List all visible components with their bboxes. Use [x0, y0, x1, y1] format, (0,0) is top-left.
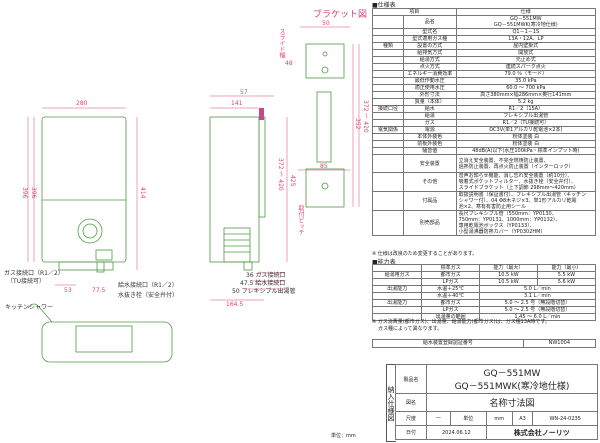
side-mount-dim: 372 〜 420	[277, 158, 284, 191]
spec-head-item: 項目	[372, 8, 457, 16]
front-bottom-left-dim: 53	[64, 287, 72, 294]
registration-code-value: NW1004	[522, 339, 597, 348]
side-height-dim: 425	[289, 175, 296, 187]
spec-row: 給湯方式元止め式	[372, 56, 597, 64]
spec-row: 質量（本体）5.2 kg	[372, 98, 597, 106]
spec-row: 点火方式連続スパーク点火	[372, 63, 597, 71]
product-name-label: 製品名	[395, 364, 427, 394]
date-label: 日付	[395, 425, 427, 440]
title-block-vertical: 納入仕様図	[386, 364, 396, 442]
side-top-dim: 141	[231, 100, 243, 107]
product-name-value: GQ－551MW GQ－551MWK(寒冷地仕様)	[426, 364, 598, 394]
spec-row: 給排気方式開放式	[372, 49, 597, 57]
registration-code-label: 給水装置登録認証番号	[372, 339, 524, 348]
gas-inlet-label: ガス接続口（R1／2）	[4, 270, 64, 277]
front-height-right-dim: 414	[139, 187, 146, 199]
drawing-name-label: 図名	[395, 393, 427, 412]
spec-note: ※ 仕様は改良のため変更することがあります。	[372, 251, 478, 257]
spec-row: 前板外装色粉体塗装 白	[372, 140, 597, 148]
drawing-name-value: 名称寸法図	[426, 393, 598, 412]
bracket-bottom-dim: 85	[320, 163, 328, 170]
water-inlet-label: 給水接続口（R1／2）	[118, 282, 178, 289]
spec-row: 別売部品長尺フレキシブル管（550mm：YP0130、 750mm：YP0131…	[372, 210, 597, 236]
bracket-view-title: ブラケット図	[313, 10, 368, 20]
bracket-right-dim1: 352	[354, 118, 361, 130]
scale-value: 一	[426, 411, 451, 426]
side-water-dim: 47.5 給水接続口	[240, 280, 286, 287]
scale-label: 尺度	[395, 411, 427, 426]
spec-head-spec: 仕様	[455, 8, 597, 16]
slide-width-label: スライド幅	[278, 28, 285, 58]
spec-row: 付属品取扱説明書（保証書付）、フレキシブル出湯管（キッチン シャワー付）、04 …	[372, 191, 597, 211]
paper-size: A3	[511, 411, 534, 426]
spec-row: 給湯フレキシブル出湯管	[372, 112, 597, 120]
front-width-dim: 280	[76, 100, 88, 107]
spec-head: 項目 仕様	[372, 8, 597, 16]
title-block: 製品名 GQ－551MW GQ－551MWK(寒冷地仕様) 図名 名称寸法図 尺…	[395, 364, 599, 440]
spec-row: 外形寸法高さ380mm×幅286mm×奥行141mm	[372, 91, 597, 99]
spec-row: 本体外装色粉体塗装 白	[372, 133, 597, 141]
drain-label: 水抜き栓（安全弁付）	[118, 292, 179, 299]
side-flex-dim: 50 フレキシブル出湯管	[232, 288, 296, 295]
kitchen-shower-label: キッチンシャワー	[5, 304, 54, 311]
front-height-outer-dim: 396	[21, 187, 28, 199]
date-value: 2024.06.12	[426, 425, 487, 440]
front-height-inner-dim: 396	[30, 187, 37, 199]
spec-title: ■仕様表	[372, 2, 396, 9]
unit-value: mm	[485, 411, 513, 426]
perf-note-2: ガス種によって異なります。	[378, 326, 443, 332]
bracket-left-dim: 50	[322, 20, 330, 27]
drawing-number: WN-24-0235	[532, 411, 598, 426]
unit-note: 単位：mm	[331, 433, 356, 439]
side-mount-label: 取付ピッチ	[297, 205, 304, 235]
side-second-dim: 57	[240, 89, 248, 96]
spec-row: 安全装置立消え安全装置、不完全燃焼防止装置、 過熱防止装置、再点火防止装置（イン…	[372, 154, 597, 173]
gas-inlet-sublabel: （TU接続可）	[7, 278, 46, 285]
unit-label: 単位	[449, 411, 487, 426]
perf-head: 標準ガス能力（最大）能力（最小）	[371, 264, 597, 272]
slide-width-value: 48	[285, 60, 293, 67]
side-bottom-dim: 164.5	[226, 301, 244, 308]
perf-title: ■能力表	[372, 259, 396, 266]
side-gas-dim: 36 ガス接続口	[246, 272, 286, 279]
perf-note-1: ※ ガス消費量(都市ガス)、出湯量、給湯能力(都市ガス)は、ガス種13A時です。	[372, 319, 550, 325]
front-bottom-mid-dim: 77.5	[92, 287, 106, 294]
bracket-right-dim2: 372 〜 420	[362, 100, 369, 133]
spec-row: 種類設置の方式屋内壁掛式	[372, 42, 597, 50]
company-name: 株式会社ノーリツ	[485, 425, 599, 440]
spec-row: その他音声お知らせ機能、消し忘れ安全装置（約10分）、 吸着式ポケットフィルター…	[372, 172, 597, 192]
